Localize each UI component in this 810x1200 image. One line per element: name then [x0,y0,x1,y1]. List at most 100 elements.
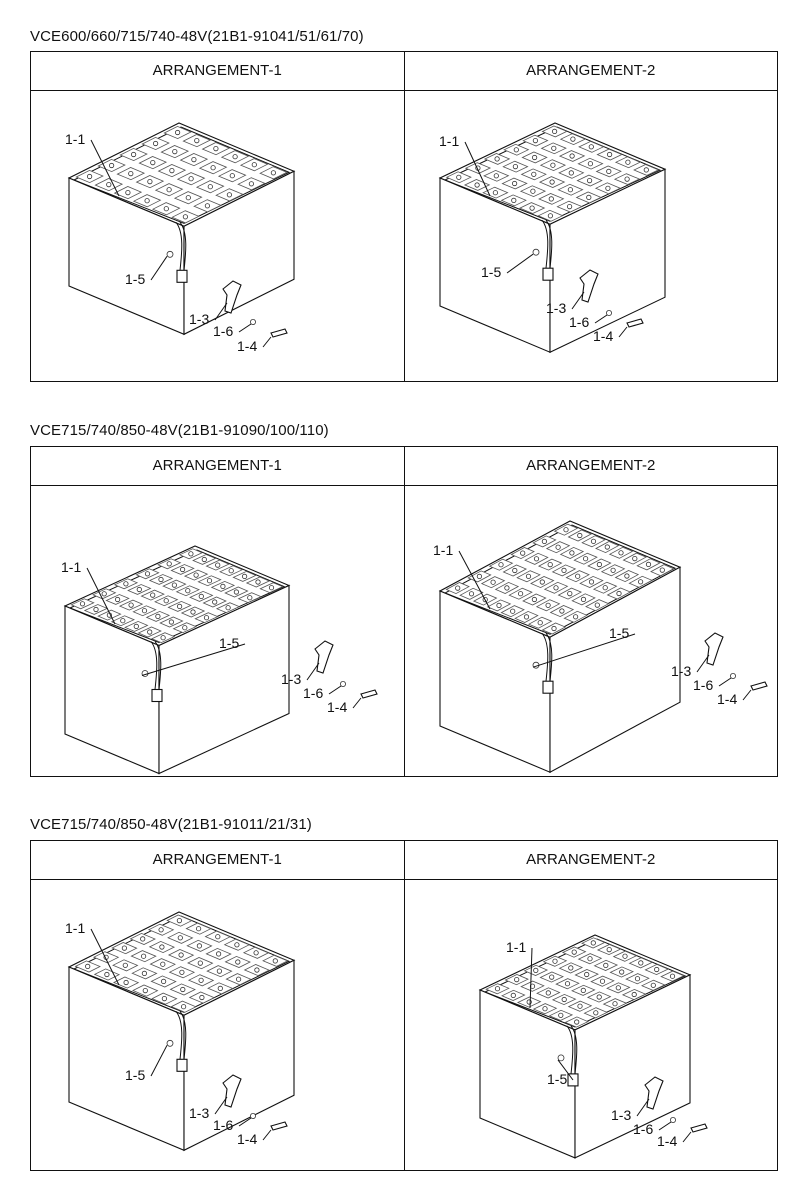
connector-plug [542,680,554,694]
cell-terminal [610,567,616,573]
battery-diagram: 1-1 1-5 1-3 1-6 1-4 [433,520,768,774]
washer-icon [249,318,256,325]
leader-line [742,689,752,701]
battery-inner-rim [443,524,677,635]
cell-terminal [455,585,461,591]
cell-terminal [141,608,148,614]
cell-terminal [163,206,169,212]
cell-terminal [251,162,257,168]
cell-terminal [550,162,556,168]
cell-terminal [185,195,191,201]
callout-label: 1-6 [633,1121,653,1137]
cell-terminal [172,148,178,155]
callout-label: 1-3 [671,663,691,679]
cell-terminal [518,591,524,597]
connector-cable [150,641,158,690]
cell-terminal [588,579,595,585]
cell-terminal [553,585,559,591]
lifting-hook-icon [314,640,334,674]
arrangement-table: ARRANGEMENT-1 ARRANGEMENT-2 1-1 1-5 1-3 … [30,446,778,777]
cell-terminal [547,562,553,568]
cell-terminal [85,963,91,970]
cell-terminal [568,965,574,971]
cell-terminal [587,956,593,962]
screw-icon [270,1121,288,1131]
arrangement-table: ARRANGEMENT-1 ARRANGEMENT-2 1-1 1-5 1-3 … [30,51,778,382]
cell-terminal [476,573,483,580]
washer-icon [605,309,612,316]
cell-terminal [577,532,583,539]
battery-side-face [549,566,681,774]
cell-terminal [242,573,248,580]
callout-label: 1-4 [657,1133,677,1149]
cell-terminal [235,959,241,965]
battery-diagram: 1-1 1-5 1-3 1-6 1-4 [65,911,296,1152]
cell-terminal [169,168,175,174]
cell-terminal [577,1003,583,1009]
cell-terminal [150,160,156,166]
battery-inner-rim [483,938,687,1028]
leader-line [214,302,228,321]
connector-cable [175,1010,183,1060]
cell-terminal [176,917,182,924]
battery-diagram: 1-1 1-5 1-3 1-6 1-4 [478,934,708,1159]
cell-terminal [492,190,499,196]
cell-terminal [659,567,665,573]
cell-terminal [559,608,565,614]
battery-inner-rim [443,126,662,222]
cell-terminal [216,951,222,957]
connector-plug [176,1058,188,1072]
lifting-hook-icon [644,1076,664,1110]
cell-terminal [193,572,199,578]
cell-terminal [163,598,169,604]
cell-terminal [510,992,516,999]
leader-line [306,662,320,681]
leader-line [557,1059,574,1081]
cell-terminal [121,945,128,951]
cell-terminal [532,137,538,144]
cell-terminal [525,573,532,579]
table-body: 1-1 1-5 1-3 1-6 1-4 1-1 1-5 1-3 1-6 1-4 [31,91,777,381]
cell-terminal [532,154,538,161]
washer-icon [669,1116,676,1123]
section-title: VCE715/740/850-48V(21B1-91090/100/110) [30,422,329,439]
battery-diagram: 1-1 1-5 1-3 1-6 1-4 [438,122,667,354]
lifting-hook-icon [579,269,599,303]
cell-terminal [555,544,561,550]
leader-line [464,141,491,197]
callout-label: 1-1 [439,133,459,149]
cell-terminal [529,205,535,211]
bolt-icon [166,1039,174,1047]
cell-terminal [247,595,253,601]
cell-terminal [228,568,234,574]
cell-terminal [158,576,164,583]
cell-terminal [561,567,567,574]
cell-terminal [161,978,167,985]
column-divider [404,880,405,1170]
cell-terminal [234,942,240,948]
battery-side-face [158,584,290,775]
leader-line [636,1098,650,1117]
cell-terminal [206,578,213,584]
column-header-arrangement-1: ARRANGEMENT-1 [152,457,282,474]
cell-terminal [153,140,159,147]
cell-terminal [616,590,622,597]
cell-terminal [512,567,518,574]
cell-terminal [542,1006,548,1012]
callout-label: 1-6 [303,685,323,701]
cell-terminal [196,943,202,949]
screw-icon [270,328,288,338]
cell-terminal [158,927,164,933]
cell-terminal [564,981,571,987]
callout-label: 1-5 [547,1071,567,1087]
washer-icon [339,680,346,687]
cell-terminal [128,171,134,177]
connector-plug [151,688,163,703]
cell-terminal [188,176,194,182]
lifting-hook-icon [222,280,242,314]
cell-terminal [180,986,186,993]
cell-terminal [510,608,516,614]
screw-icon [750,681,768,691]
callout-label: 1-3 [611,1107,631,1123]
cell-terminal [188,551,194,557]
